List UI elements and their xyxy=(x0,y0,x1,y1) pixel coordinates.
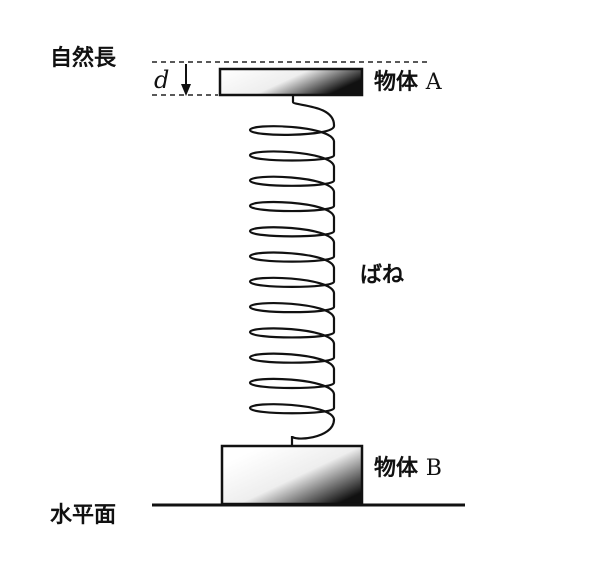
displacement-label: d xyxy=(154,66,170,94)
object-a-label: 物体 A xyxy=(374,72,442,94)
spring xyxy=(248,95,336,446)
ground-label: 水平面 xyxy=(50,503,117,528)
object-a-kanji: 物体 xyxy=(374,70,419,95)
object-a-letter: A xyxy=(425,70,442,95)
object-a xyxy=(218,67,364,97)
natural-length-label: 自然長 xyxy=(50,46,117,71)
spring-label: ばね xyxy=(360,263,405,288)
object-b-label: 物体 B xyxy=(374,458,442,480)
object-b-letter: B xyxy=(425,456,442,481)
arrow-head-icon xyxy=(181,84,191,96)
object-b-kanji: 物体 xyxy=(374,456,419,481)
object-b xyxy=(220,444,364,506)
